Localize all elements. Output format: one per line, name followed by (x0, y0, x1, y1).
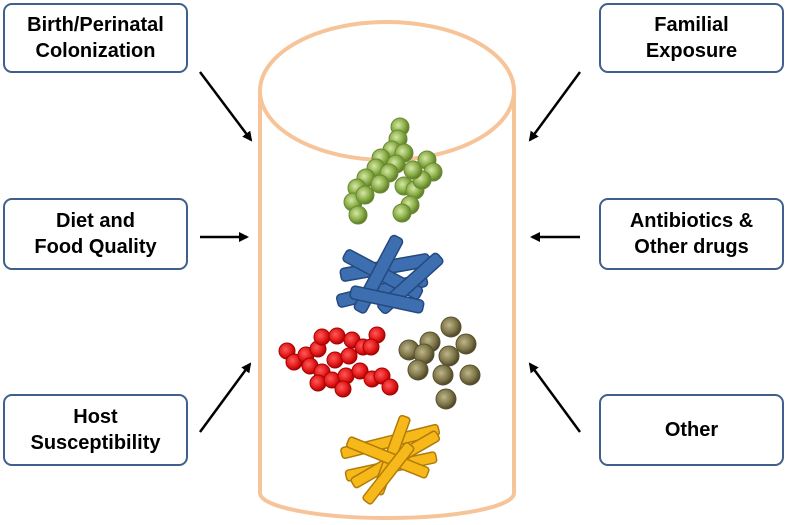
factor-birth-perinatal-colonization: Birth/Perinatal Colonization (3, 3, 188, 73)
factor-diet-food-quality: Diet and Food Quality (3, 198, 188, 270)
factor-label: Antibiotics & Other drugs (629, 210, 754, 258)
factor-familial-exposure: Familial Exposure (599, 3, 784, 73)
factor-label: Familial Exposure (645, 14, 738, 62)
factor-label: Other (664, 419, 719, 441)
factor-other: Other (599, 394, 784, 466)
factor-antibiotics-drugs: Antibiotics & Other drugs (599, 198, 784, 270)
factor-label: Birth/Perinatal Colonization (27, 14, 164, 62)
factor-label: Diet and Food Quality (34, 210, 157, 258)
arrow-other (528, 362, 582, 433)
arrow-familial (528, 71, 582, 142)
olive-cocci-icon (398, 316, 481, 410)
orange-rods-icon (340, 414, 441, 505)
red-streptococci-icon (278, 326, 399, 398)
arrow-birth (199, 71, 253, 142)
arrows (198, 71, 582, 433)
factor-host-susceptibility: Host Susceptibility (3, 394, 188, 466)
blue-rods-icon (336, 234, 444, 315)
green-cocci-cluster-icon (343, 117, 443, 225)
factor-label: Host Susceptibility (30, 406, 161, 454)
arrow-host (198, 362, 252, 433)
